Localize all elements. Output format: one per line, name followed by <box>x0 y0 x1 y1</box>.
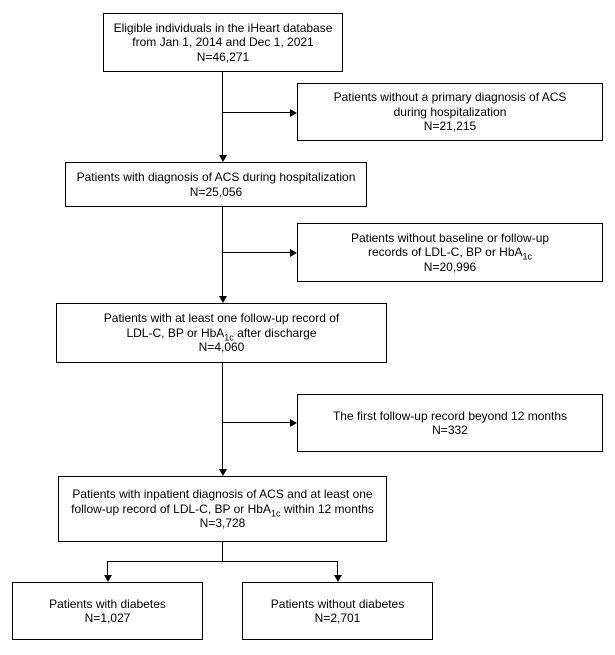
node-text: Eligible individuals in the iHeart datab… <box>113 20 333 35</box>
node-text: Patients with at least one follow-up rec… <box>103 311 340 326</box>
edge-split-to-with-diabetes <box>107 561 108 575</box>
edge-final-to-split <box>222 542 223 561</box>
node-text: records of LDL-C, BP or HbA1c <box>367 245 533 262</box>
node-text: The first follow-up record beyond 12 mon… <box>332 408 568 423</box>
text-segment: records of LDL-C, BP or HbA <box>367 245 523 260</box>
node-count: N=3,728 <box>199 516 246 531</box>
node-text: from Jan 1, 2014 and Dec 1, 2021 <box>132 35 314 50</box>
text-segment: follow-up record of LDL-C, BP or HbA <box>71 501 271 516</box>
subscript: 1c <box>522 251 533 262</box>
subscript: 1c <box>224 332 234 343</box>
node-count: N=2,701 <box>314 611 361 625</box>
arrow-down-icon <box>218 296 227 303</box>
node-count: N=20,996 <box>423 259 477 274</box>
node-text: during hospitalization <box>393 104 507 119</box>
node-text: Patients without a primary diagnosis of … <box>333 90 567 105</box>
node-text: Patients with inpatient diagnosis of ACS… <box>72 487 373 502</box>
edge-acs-to-followup <box>222 207 223 296</box>
node-with-diabetes: Patients with diabetes N=1,027 <box>12 582 203 640</box>
node-count: N=332 <box>432 423 468 437</box>
edge-split-to-without-diabetes <box>337 561 338 575</box>
node-count: N=4,060 <box>198 340 245 355</box>
text-segment: after discharge <box>233 325 317 340</box>
node-count: N=21,215 <box>423 119 477 134</box>
text-segment: within 12 months <box>280 501 374 516</box>
node-count: N=46,271 <box>196 49 250 64</box>
node-count: N=25,056 <box>189 184 243 199</box>
edge-eligible-to-acs <box>222 72 223 155</box>
node-acs-diagnosis: Patients with diagnosis of ACS during ho… <box>65 162 367 207</box>
subscript: 1c <box>270 508 281 519</box>
arrow-down-icon <box>218 155 227 162</box>
node-text: Patients without baseline or follow-up <box>350 230 550 245</box>
node-text: Patients with diabetes <box>49 596 166 611</box>
node-count: N=1,027 <box>84 611 131 625</box>
node-eligible: Eligible individuals in the iHeart datab… <box>103 13 343 72</box>
arrow-right-icon <box>290 108 297 117</box>
arrow-down-icon <box>333 575 342 582</box>
text-segment: LDL-C, BP or HbA <box>126 325 225 340</box>
edge-to-excluded-no-acs <box>222 112 290 113</box>
node-text: Patients without diabetes <box>270 596 405 611</box>
node-followup-record: Patients with at least one follow-up rec… <box>56 303 387 363</box>
arrow-right-icon <box>290 418 297 427</box>
edge-split-horizontal <box>107 561 338 562</box>
node-excluded-beyond-12-months: The first follow-up record beyond 12 mon… <box>297 394 603 452</box>
edge-to-excluded-no-records <box>222 252 290 253</box>
node-text: LDL-C, BP or HbA1c after discharge <box>126 325 317 343</box>
node-excluded-no-acs: Patients without a primary diagnosis of … <box>297 83 603 141</box>
node-excluded-no-records: Patients without baseline or follow-up r… <box>297 223 603 282</box>
arrow-down-icon <box>103 575 112 582</box>
edge-followup-to-final <box>222 363 223 469</box>
edge-to-excluded-beyond-12-months <box>222 422 290 423</box>
node-text: Patients with diagnosis of ACS during ho… <box>76 170 356 184</box>
node-without-diabetes: Patients without diabetes N=2,701 <box>242 582 433 640</box>
node-text: follow-up record of LDL-C, BP or HbA1c w… <box>71 501 374 519</box>
arrow-right-icon <box>290 248 297 257</box>
arrow-down-icon <box>218 469 227 476</box>
node-final-cohort: Patients with inpatient diagnosis of ACS… <box>58 476 387 542</box>
